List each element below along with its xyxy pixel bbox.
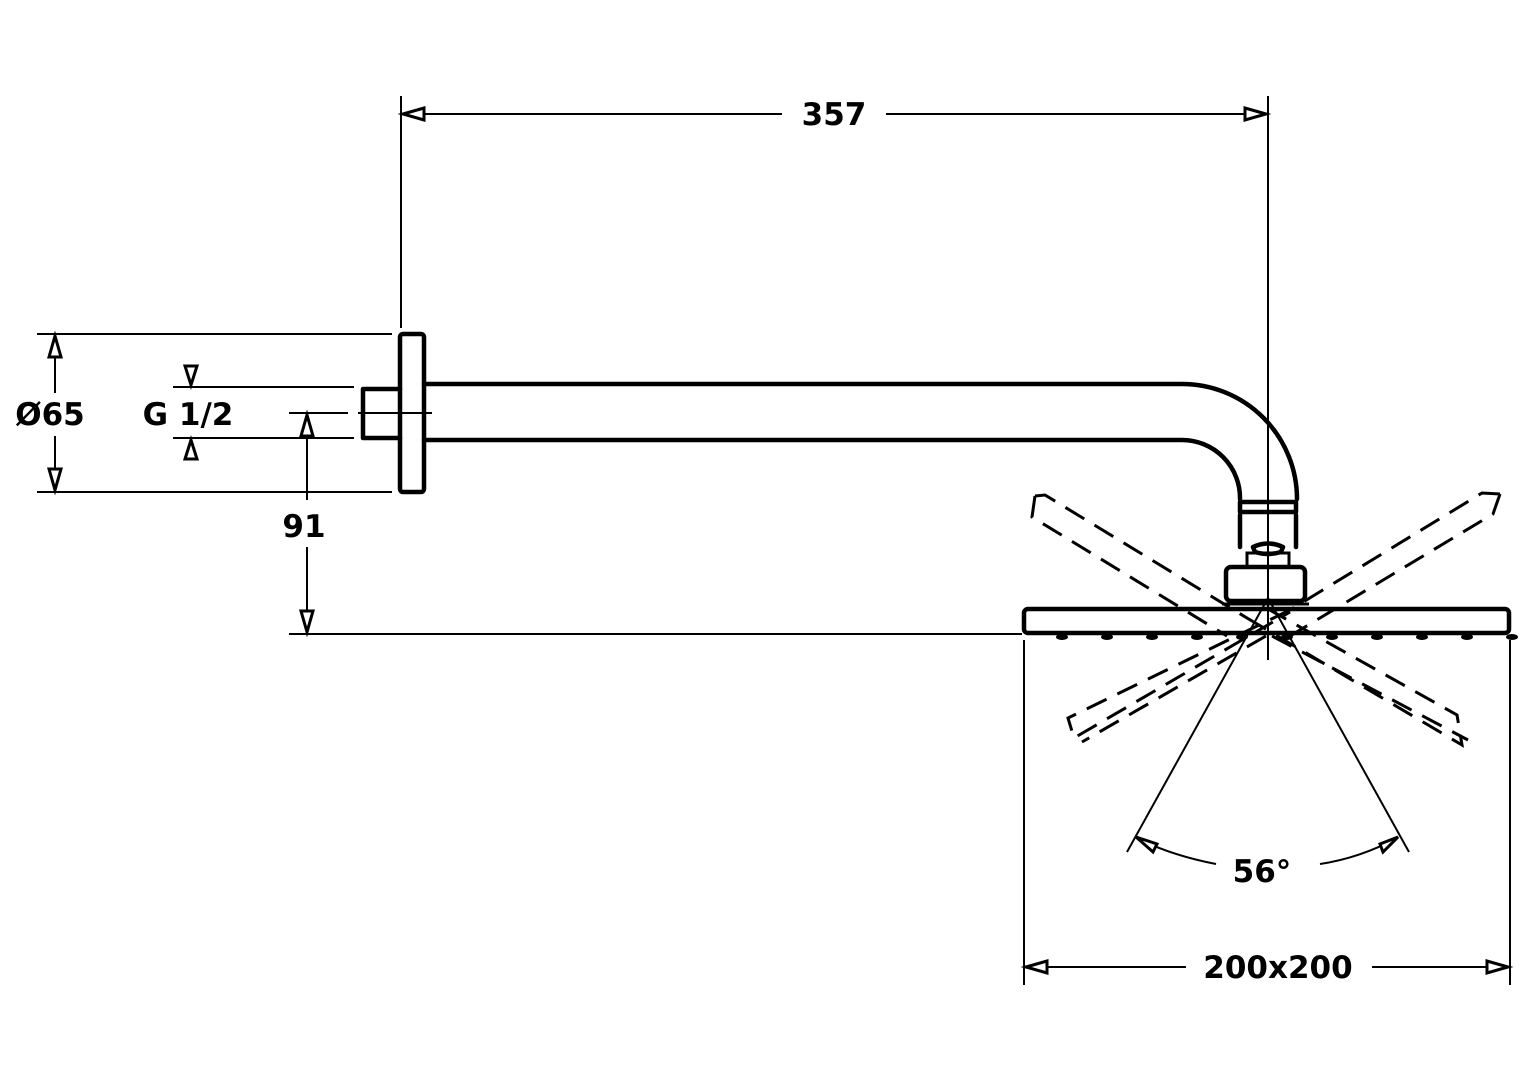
- nozzle: [1371, 634, 1383, 640]
- dimension-flange-diameter: Ø65: [15, 330, 392, 496]
- head-plate: [1021, 606, 1512, 636]
- dimension-arm-projection: 357: [397, 96, 1272, 660]
- nozzle: [1461, 634, 1473, 640]
- joint-ring: [1237, 499, 1299, 515]
- dimension-head-size: 200x200: [1020, 950, 1514, 986]
- arrowhead-thread-up: [182, 435, 200, 461]
- nozzle: [1191, 634, 1203, 640]
- dimension-drop-height: 91: [282, 409, 1022, 638]
- tilt-outline-left-down: [1030, 493, 1469, 748]
- dim-label-diameter: Ø65: [15, 397, 85, 433]
- joint-body: [1237, 512, 1299, 550]
- arrowhead-left: [1020, 959, 1049, 975]
- joint-base: [1223, 564, 1308, 604]
- nozzle: [1146, 634, 1158, 640]
- swivel-joint: [1222, 499, 1309, 606]
- angle-leg-left: [1126, 597, 1269, 853]
- dim-label-head-size: 200x200: [1203, 950, 1352, 986]
- dim-label-angle: 56°: [1233, 854, 1292, 890]
- nozzle: [1416, 634, 1428, 640]
- arrowhead-angle-right: [1378, 835, 1400, 855]
- arm-inner-edge: [421, 437, 1243, 502]
- tilt-outline-right-down: [1066, 491, 1502, 744]
- arrowhead-thread-down: [182, 364, 200, 390]
- tilt-positions: [1030, 491, 1502, 748]
- arrowhead-right: [1243, 106, 1272, 122]
- dim-label-357: 357: [802, 97, 867, 133]
- shower-arm: [421, 381, 1300, 502]
- wall-flange: [358, 331, 432, 495]
- nozzle: [1326, 634, 1338, 640]
- nozzle: [1101, 634, 1113, 640]
- dim-label-thread: G 1/2: [143, 397, 234, 433]
- arrowhead-angle-left: [1135, 835, 1160, 855]
- arrowhead-down: [299, 609, 315, 638]
- arrowhead-up: [47, 330, 63, 359]
- arrowhead-left: [397, 106, 426, 122]
- arrowhead-right: [1485, 959, 1514, 975]
- shower-head: [1021, 606, 1518, 985]
- dim-label-91: 91: [282, 509, 325, 545]
- arrowhead-down: [47, 467, 63, 496]
- dimension-tilt-angle: 56°: [1126, 597, 1410, 890]
- angle-leg-right: [1267, 597, 1410, 853]
- dimension-thread: G 1/2: [143, 364, 354, 461]
- nozzle: [1506, 634, 1518, 640]
- arm-outer-edge: [421, 381, 1300, 502]
- nozzle: [1056, 634, 1068, 640]
- arrowhead-up: [299, 409, 315, 438]
